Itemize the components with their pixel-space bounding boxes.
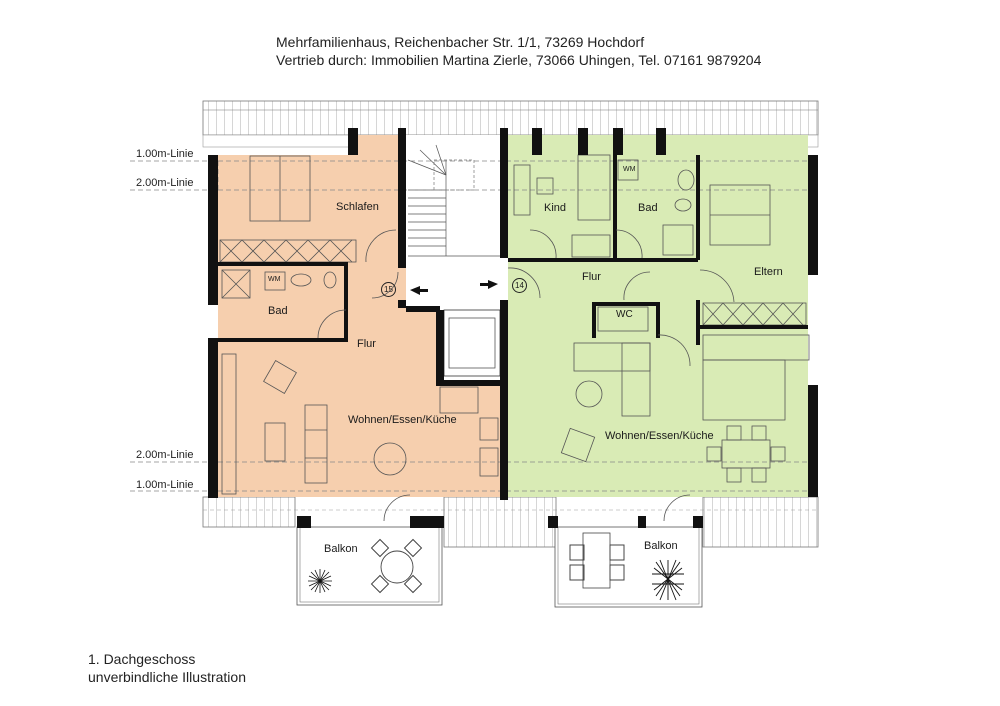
balcony-right [554, 526, 703, 608]
room-label-flur: Flur [357, 338, 376, 350]
room-label-wohnen: Wohnen/Essen/Küche [348, 414, 457, 426]
stairwell [406, 135, 501, 377]
room-label-bad: Bad [268, 305, 288, 317]
sales-contact-line: Vertrieb durch: Immobilien Martina Zierl… [276, 52, 762, 68]
plan-header: Mehrfamilienhaus, Reichenbacher Str. 1/1… [276, 33, 761, 69]
walls [208, 128, 818, 528]
room-label-eltern: Eltern [754, 266, 783, 278]
plant-icon [308, 569, 332, 593]
roof-overhang-bottom [202, 496, 819, 548]
unit-15-area [218, 135, 500, 497]
room-label-kind: Kind [544, 202, 567, 214]
washing-machine-label: WM [623, 166, 636, 173]
furniture-unit-15 [219, 155, 499, 495]
height-lines [130, 160, 808, 492]
unit-number-15: 15 [381, 282, 396, 297]
room-label-balkon: Balkon [644, 540, 678, 552]
room-label-wohnen: Wohnen/Essen/Küche [605, 430, 714, 442]
room-label-flur: Flur [582, 271, 601, 283]
room-label-wc: WC [616, 309, 633, 320]
washing-machine-label: WM [268, 276, 281, 283]
room-label-schlafen: Schlafen [336, 201, 379, 213]
height-line-label: 1.00m-Linie [136, 148, 194, 160]
room-label-bad: Bad [638, 202, 658, 214]
height-line-label: 2.00m-Linie [136, 449, 194, 461]
plan-footer: 1. Dachgeschoss unverbindliche Illustrat… [88, 650, 246, 686]
balcony-left [296, 526, 443, 606]
height-line-label: 1.00m-Linie [136, 479, 194, 491]
arrow-left-icon [410, 286, 428, 295]
doors [317, 229, 735, 522]
floor-name: 1. Dachgeschoss [88, 651, 196, 667]
plant-icon [652, 559, 684, 601]
address-line: Mehrfamilienhaus, Reichenbacher Str. 1/1… [276, 34, 645, 50]
arrow-right-icon [480, 280, 498, 289]
room-label-balkon: Balkon [324, 543, 358, 555]
height-line-label: 2.00m-Linie [136, 177, 194, 189]
furniture-unit-14 [513, 154, 810, 483]
disclaimer: unverbindliche Illustration [88, 669, 246, 685]
unit-number-14: 14 [512, 278, 527, 293]
